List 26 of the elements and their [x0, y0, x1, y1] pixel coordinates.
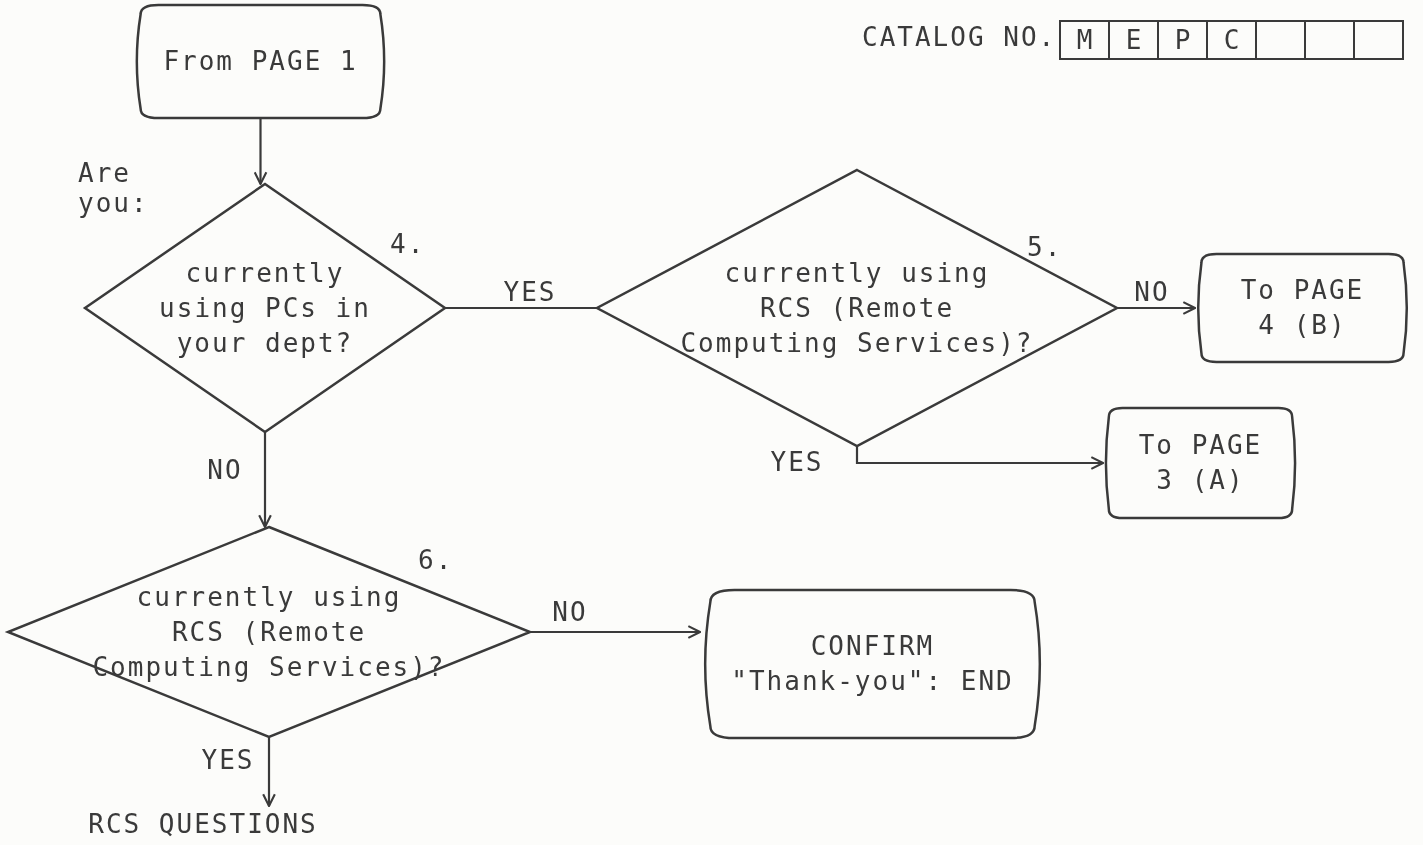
catalog-letter: C [1223, 25, 1240, 55]
connector-arrow [253, 118, 268, 186]
question-text: currently using RCS (Remote Computing Services)? [91, 580, 447, 684]
question-text: currently using PCs in your dept? [158, 256, 372, 360]
step-number: 4. [390, 229, 426, 259]
terminator-shape [1103, 408, 1298, 518]
terminator-text: CONFIRM "Thank-you": END [730, 630, 1015, 698]
terminator-text: To PAGE 3 (A) [1137, 429, 1264, 497]
decision-diamond [597, 170, 1117, 446]
connector-arrow [1117, 301, 1197, 315]
decision-diamond [8, 527, 530, 737]
prompt-text: Are you: [78, 158, 150, 218]
step-number: 6. [418, 545, 454, 575]
destination-text: RCS QUESTIONS [88, 807, 318, 841]
catalog-letter: P [1174, 25, 1191, 55]
connector-arrow [258, 432, 272, 529]
catalog-letter: M [1076, 25, 1093, 55]
terminator-shape [133, 5, 388, 118]
catalog-letter: E [1125, 25, 1142, 55]
catalog-label: CATALOG NO. [862, 22, 1057, 52]
connector-arrow [262, 737, 276, 808]
terminator-text: From PAGE 1 [163, 45, 358, 78]
connector-arrow [530, 625, 702, 639]
terminator-shape [1195, 254, 1410, 362]
connector-arrow [855, 446, 1105, 470]
terminator-text: To PAGE 4 (B) [1239, 274, 1366, 342]
